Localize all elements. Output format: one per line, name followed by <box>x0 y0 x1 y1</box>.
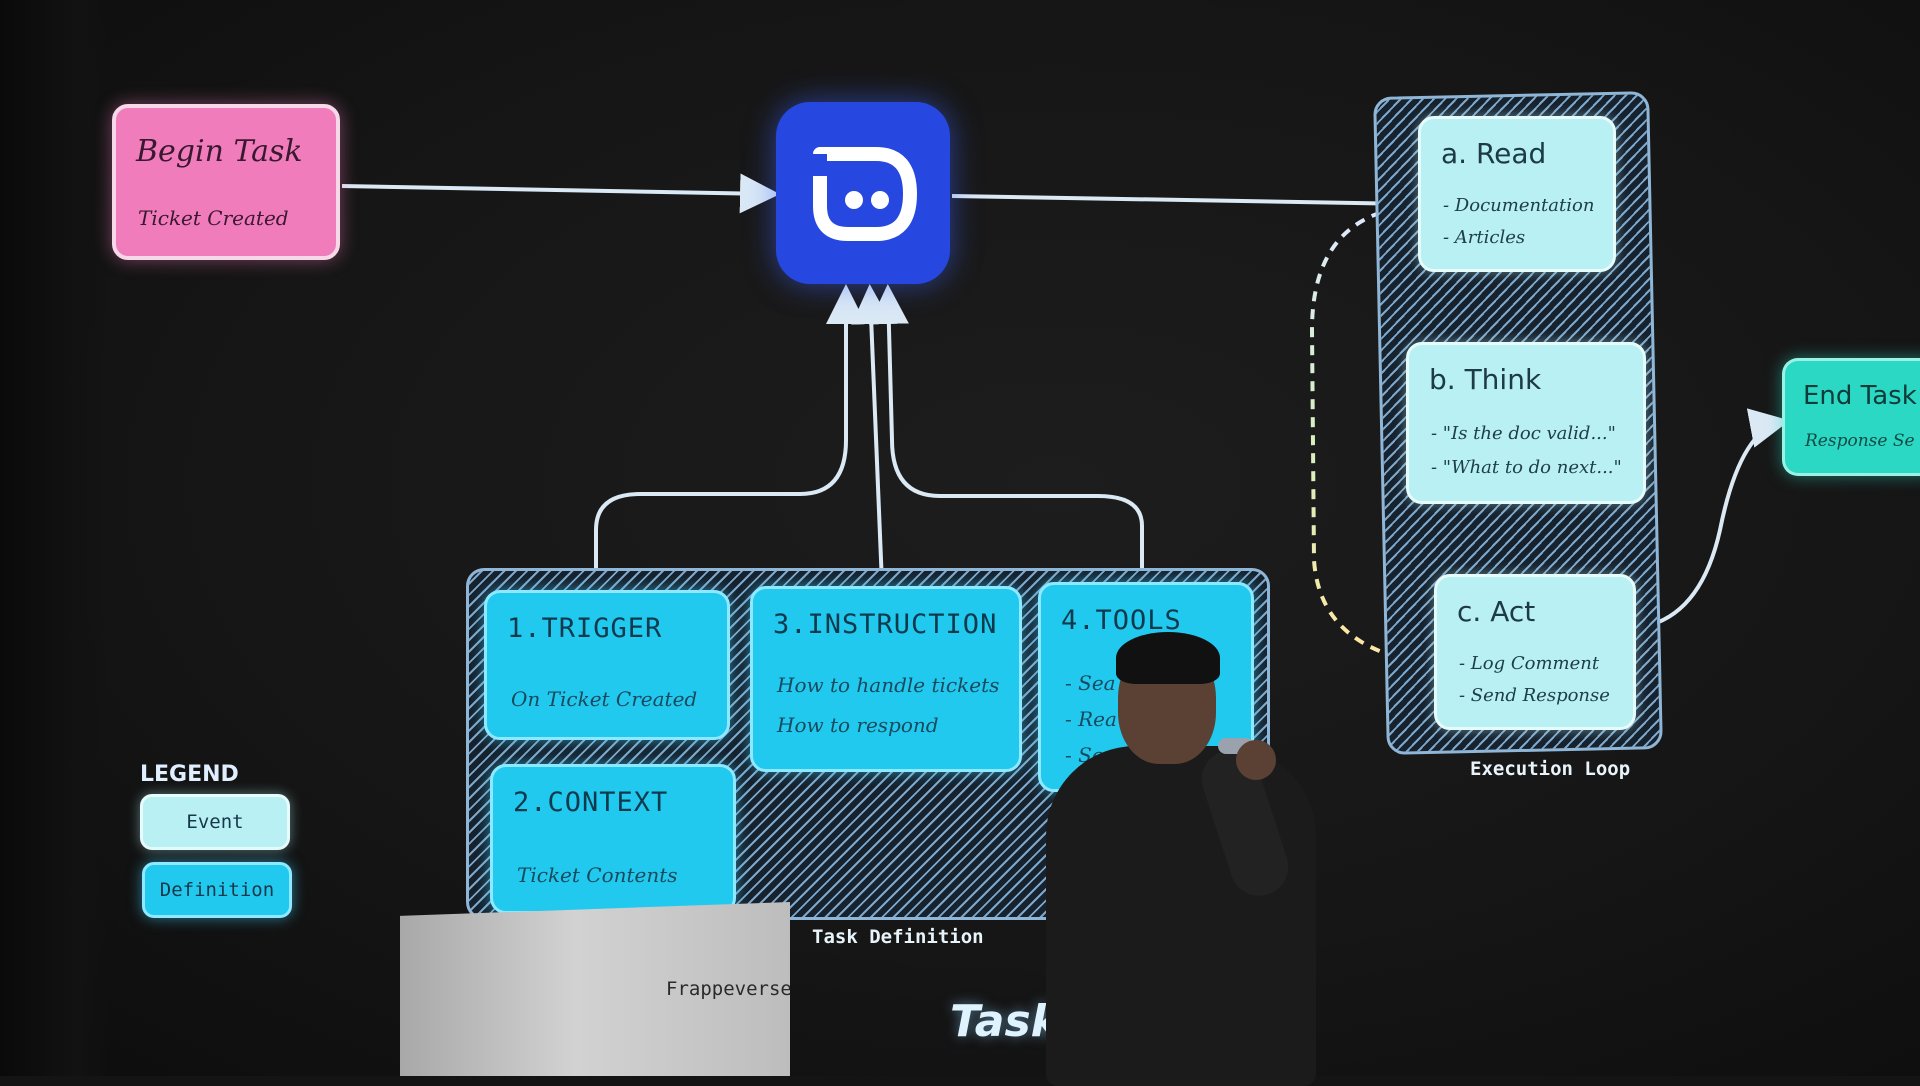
legend-event-label: Event <box>186 811 243 833</box>
end-task-title: End Task <box>1803 381 1917 411</box>
act-line: - Send Response <box>1459 685 1610 706</box>
end-task-subtitle: Response Se <box>1805 431 1915 451</box>
arrow-bot-to-read <box>952 196 1414 204</box>
think-title: b. Think <box>1429 363 1541 396</box>
context-title: 2.CONTEXT <box>513 787 668 818</box>
context-node: 2.CONTEXT Ticket Contents <box>490 764 736 914</box>
act-line: - Log Comment <box>1459 653 1599 674</box>
helpdesk-bot-logo-icon <box>776 102 950 284</box>
arrow-instruction-to-bot <box>870 292 882 584</box>
act-title: c. Act <box>1457 595 1535 628</box>
context-detail: Ticket Contents <box>517 863 678 887</box>
task-definition-caption: Task Definition <box>812 926 984 948</box>
begin-task-node: Begin Task Ticket Created <box>112 104 340 260</box>
instruction-title: 3.INSTRUCTION <box>773 609 997 640</box>
legend-title: LEGEND <box>140 762 239 787</box>
instruction-line: How to respond <box>777 713 939 737</box>
end-task-node: End Task Response Se <box>1782 358 1920 476</box>
presenter-hand <box>1236 740 1276 780</box>
legend-definition-label: Definition <box>160 879 274 901</box>
legend-event: Event <box>140 794 290 850</box>
think-line: - "What to do next..." <box>1431 457 1622 478</box>
presenter-hair <box>1116 632 1220 684</box>
instruction-line: How to handle tickets <box>777 673 999 697</box>
read-line: - Articles <box>1443 227 1525 248</box>
read-node: a. Read - Documentation - Articles <box>1418 116 1616 272</box>
podium-brand: Frappeverse <box>666 978 792 1000</box>
begin-task-subtitle: Ticket Created <box>138 206 289 230</box>
trigger-detail: On Ticket Created <box>511 687 697 711</box>
think-line: - "Is the doc valid..." <box>1431 423 1616 444</box>
presenter-body <box>1046 746 1316 1086</box>
execution-loop-caption: Execution Loop <box>1470 758 1630 780</box>
think-node: b. Think - "Is the doc valid..." - "What… <box>1406 342 1646 504</box>
arrow-trigger-to-bot <box>596 292 846 590</box>
begin-task-title: Begin Task <box>136 134 303 169</box>
arrow-tools-to-bot <box>888 292 1142 582</box>
read-title: a. Read <box>1441 137 1546 170</box>
legend-definition: Definition <box>142 862 292 918</box>
instruction-node: 3.INSTRUCTION How to handle tickets How … <box>750 586 1022 772</box>
podium: Frappeverse <box>400 902 790 1076</box>
act-node: c. Act - Log Comment - Send Response <box>1434 574 1636 730</box>
presenter <box>1040 630 1330 1076</box>
arrow-begin-to-bot <box>342 186 772 194</box>
read-line: - Documentation <box>1443 195 1594 216</box>
trigger-node: 1.TRIGGER On Ticket Created <box>484 590 730 740</box>
trigger-title: 1.TRIGGER <box>507 613 662 644</box>
